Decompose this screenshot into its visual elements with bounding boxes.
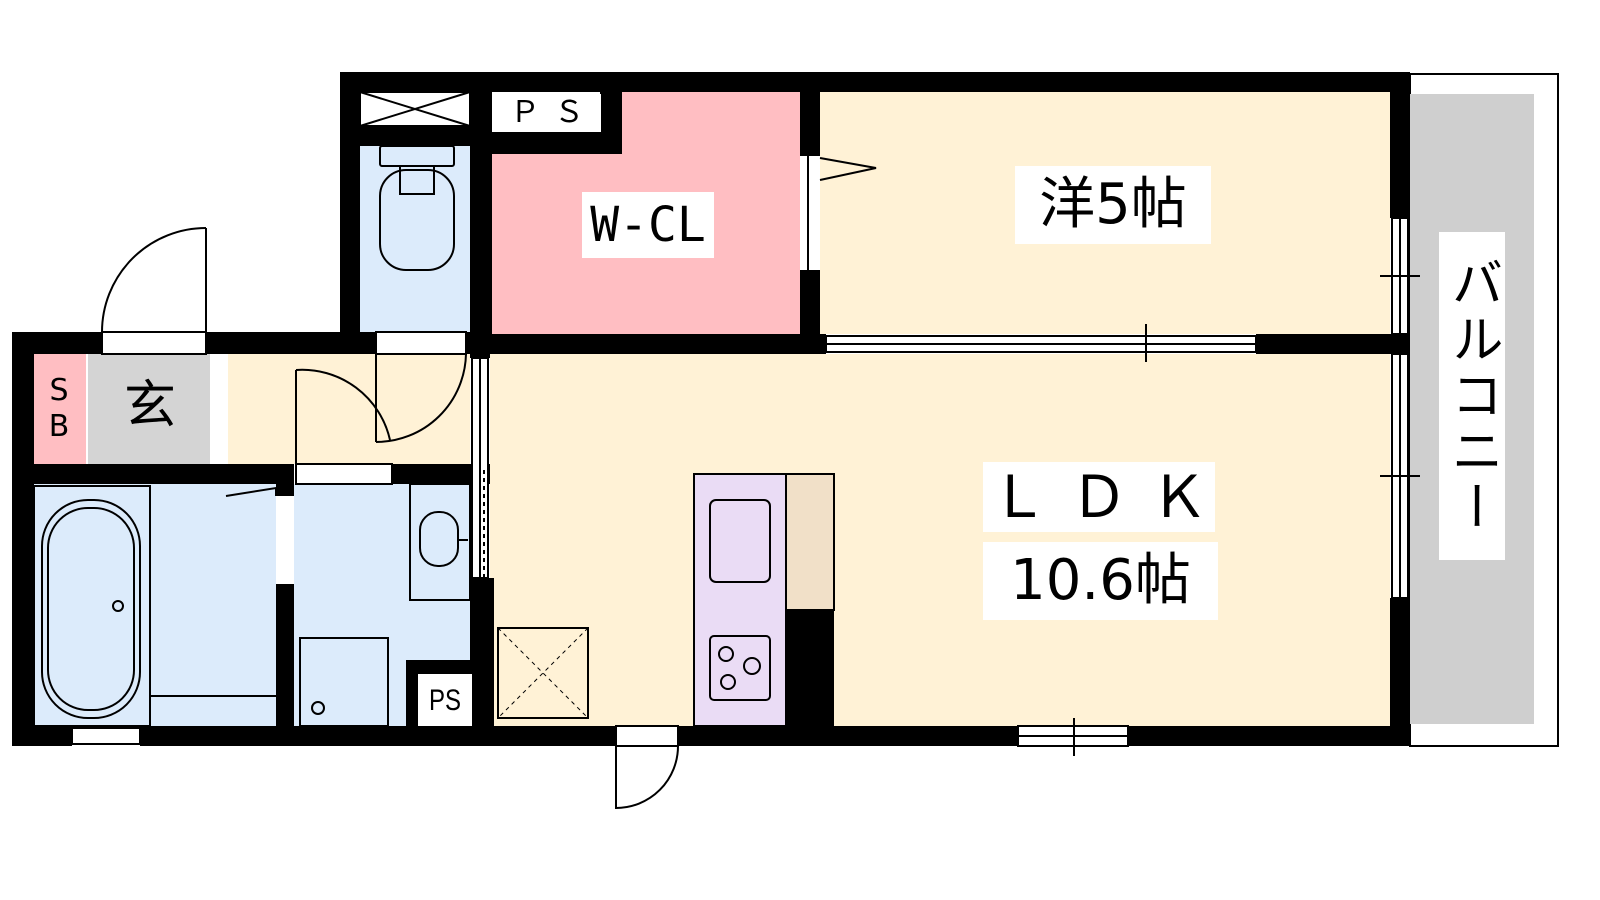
ldk-size-label: 10.6帖 [983,542,1218,620]
kitchen-counter [693,473,787,727]
kitchen-shelf [785,473,835,611]
bathroom-floor [34,484,276,726]
washing-machine-space [299,637,389,727]
pipe-space-label-bottom: PS [425,678,465,724]
walls [12,72,1410,746]
shoe-box-label-s: S [49,373,69,408]
entrance-floor [88,354,210,464]
shoe-box-label: S B [38,370,80,448]
toilet-fixture [379,145,455,271]
entrance-label: 玄 [123,376,176,436]
shoe-box-area [34,354,86,464]
doors [101,156,877,810]
toilet-floor [360,146,472,334]
western-room-label: 洋5帖 [1015,166,1211,244]
walk-in-closet-label: W-CL [582,192,714,258]
hallway-floor [228,354,470,464]
bathtub-fixture [33,485,277,727]
windows [71,217,1420,756]
balcony-label: バルコニー [1439,232,1505,560]
refrigerator-space [497,627,589,719]
ldk-floor [490,354,1390,726]
washbasin-fixture [409,483,471,601]
ldk-label: ＬＤＫ [983,462,1215,532]
shoe-box-label-b: B [48,409,70,444]
pipe-space-label-top: ＰＳ [493,94,601,132]
